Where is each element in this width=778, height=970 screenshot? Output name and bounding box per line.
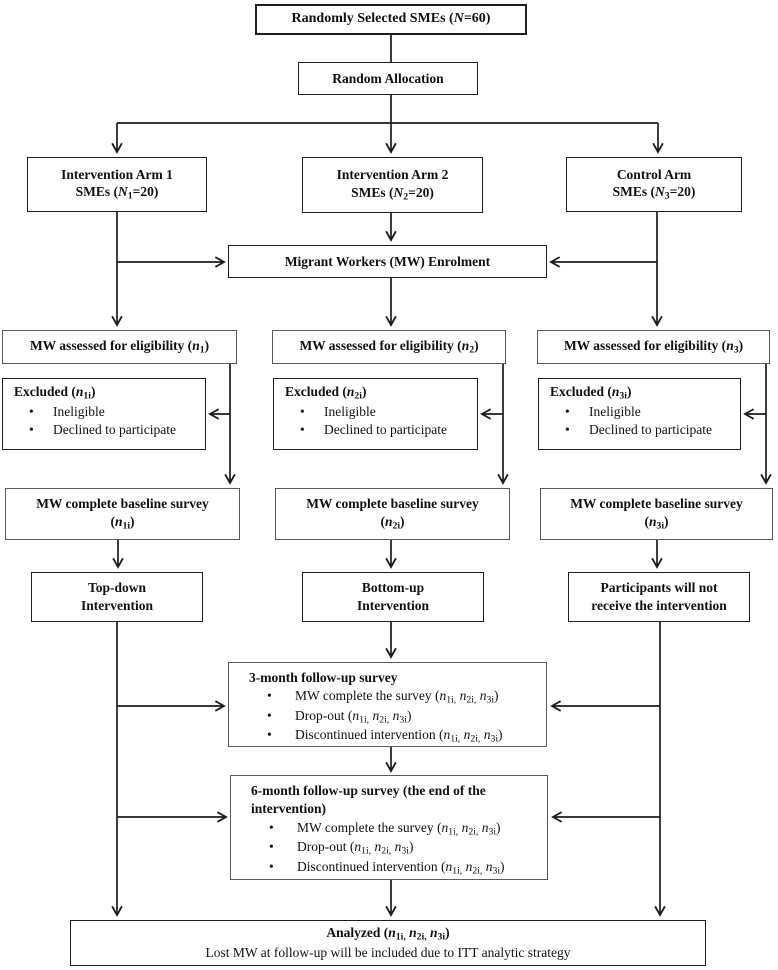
bullet-icon: •: [565, 421, 570, 437]
node-baseline-survey-1: MW complete baseline survey (n1i): [5, 488, 240, 540]
bullet-text: Discontinued intervention (n1i, n2i, n3i…: [297, 858, 505, 877]
node-bottomup-intervention: Bottom-up Intervention: [302, 572, 484, 622]
bullet-icon: •: [267, 707, 272, 723]
node-random-allocation: Random Allocation: [298, 62, 478, 95]
excluded-bullet-row: • Declined to participate: [545, 421, 734, 439]
followup-bullet-row: • Discontinued intervention (n1i, n2i, n…: [239, 858, 539, 878]
followup-bullet-row: • MW complete the survey (n1i, n2i, n3i): [239, 819, 539, 839]
bullet-icon: •: [269, 839, 274, 855]
excluded-bullet-row: • Ineligible: [9, 403, 199, 421]
bullet-icon: •: [29, 403, 34, 419]
node-label-line2: (n3i): [644, 513, 669, 532]
followup-bullet-row: • Discontinued intervention (n1i, n2i, n…: [237, 726, 538, 746]
bullet-icon: •: [300, 421, 305, 437]
bullet-text: MW complete the survey (n1i, n2i, n3i): [297, 819, 501, 838]
excluded-bullet-row: • Ineligible: [280, 403, 471, 421]
node-intervention-arm-1: Intervention Arm 1 SMEs (N1=20): [27, 157, 207, 212]
bullet-text: Declined to participate: [53, 421, 176, 437]
node-mw-enrolment: Migrant Workers (MW) Enrolment: [228, 245, 547, 278]
node-randomly-selected-smes: Randomly Selected SMEs (N=60): [255, 4, 527, 35]
node-label-line2: SMEs (N3=20): [612, 184, 696, 202]
bullet-icon: •: [267, 727, 272, 743]
bullet-text: Ineligible: [324, 403, 376, 419]
bullet-icon: •: [565, 403, 570, 419]
node-label-line2: receive the intervention: [591, 598, 727, 613]
excluded-header: Excluded (n1i): [14, 384, 96, 402]
node-assessed-eligibility-2: MW assessed for eligibility (n2): [272, 330, 506, 364]
followup-bullet-row: • MW complete the survey (n1i, n2i, n3i): [237, 687, 538, 707]
excluded-header: Excluded (n2i): [285, 384, 367, 402]
bullet-icon: •: [300, 403, 305, 419]
node-topdown-intervention: Top-down Intervention: [31, 572, 203, 622]
node-excluded-1: Excluded (n1i) • Ineligible • Declined t…: [2, 378, 206, 450]
bullet-icon: •: [269, 819, 274, 835]
bullet-text: Ineligible: [589, 403, 641, 419]
node-3month-followup: 3-month follow-up survey • MW complete t…: [228, 662, 547, 747]
node-baseline-survey-3: MW complete baseline survey (n3i): [540, 488, 773, 540]
bullet-text: Declined to participate: [324, 421, 447, 437]
analyzed-note: Lost MW at follow-up will be included du…: [205, 945, 571, 961]
node-label: Randomly Selected SMEs (N=60): [291, 11, 491, 27]
node-label-line2: (n2i): [380, 513, 405, 532]
bullet-icon: •: [269, 858, 274, 874]
node-no-intervention-control: Participants will not receive the interv…: [568, 572, 750, 622]
node-label-line1: Top-down: [87, 580, 147, 596]
node-control-arm: Control Arm SMEs (N3=20): [566, 157, 742, 212]
node-label: MW assessed for eligibility (n3): [563, 338, 744, 356]
node-label-line2: Intervention: [357, 598, 429, 613]
node-label-line1: Control Arm: [616, 166, 692, 182]
bullet-icon: •: [267, 688, 272, 704]
followup-bullet-row: • Drop-out (n1i, n2i, n3i): [237, 707, 538, 727]
node-assessed-eligibility-1: MW assessed for eligibility (n1): [2, 330, 237, 364]
bullet-text: Ineligible: [53, 403, 105, 419]
bullet-text: Declined to participate: [589, 421, 712, 437]
followup-header: 3-month follow-up survey: [249, 670, 398, 685]
node-label-line2: (n1i): [110, 513, 135, 532]
node-label: Migrant Workers (MW) Enrolment: [284, 253, 491, 269]
node-label: MW assessed for eligibility (n2): [299, 338, 479, 356]
node-assessed-eligibility-3: MW assessed for eligibility (n3): [537, 330, 770, 364]
bullet-text: Drop-out (n1i, n2i, n3i): [295, 707, 412, 726]
bullet-icon: •: [29, 421, 34, 437]
node-6month-followup: 6-month follow-up survey (the end of the…: [230, 775, 548, 880]
node-intervention-arm-2: Intervention Arm 2 SMEs (N2=20): [302, 157, 483, 213]
node-label-line2: Intervention: [81, 598, 153, 613]
node-baseline-survey-2: MW complete baseline survey (n2i): [275, 488, 510, 540]
node-label-line1: Intervention Arm 1: [61, 166, 173, 182]
node-label-line1: Bottom-up: [361, 580, 425, 596]
node-analyzed: Analyzed (n1i, n2i, n3i) Lost MW at foll…: [70, 920, 706, 966]
node-label-line2: SMEs (N2=20): [351, 184, 434, 203]
node-label: MW assessed for eligibility (n1): [29, 338, 210, 356]
node-label: Random Allocation: [332, 70, 444, 86]
followup-header: 6-month follow-up survey (the end of the…: [251, 783, 486, 817]
analyzed-header: Analyzed (n1i, n2i, n3i): [326, 925, 450, 943]
node-label-line1: Intervention Arm 2: [336, 167, 449, 183]
bullet-text: MW complete the survey (n1i, n2i, n3i): [295, 688, 499, 706]
followup-bullet-row: • Drop-out (n1i, n2i, n3i): [239, 838, 539, 858]
node-label-line2: SMEs (N1=20): [75, 184, 159, 202]
excluded-bullet-row: • Ineligible: [545, 403, 734, 421]
node-excluded-3: Excluded (n3i) • Ineligible • Declined t…: [538, 378, 741, 450]
node-excluded-2: Excluded (n2i) • Ineligible • Declined t…: [273, 378, 478, 450]
node-label-line1: MW complete baseline survey: [306, 496, 479, 512]
excluded-bullet-row: • Declined to participate: [9, 421, 199, 439]
excluded-bullet-row: • Declined to participate: [280, 421, 471, 439]
excluded-header: Excluded (n3i): [550, 384, 632, 402]
bullet-text: Drop-out (n1i, n2i, n3i): [297, 839, 414, 857]
bullet-text: Discontinued intervention (n1i, n2i, n3i…: [295, 727, 503, 745]
node-label-line1: Participants will not: [600, 580, 718, 596]
node-label-line1: MW complete baseline survey: [570, 496, 743, 512]
node-label-line1: MW complete baseline survey: [36, 496, 209, 512]
